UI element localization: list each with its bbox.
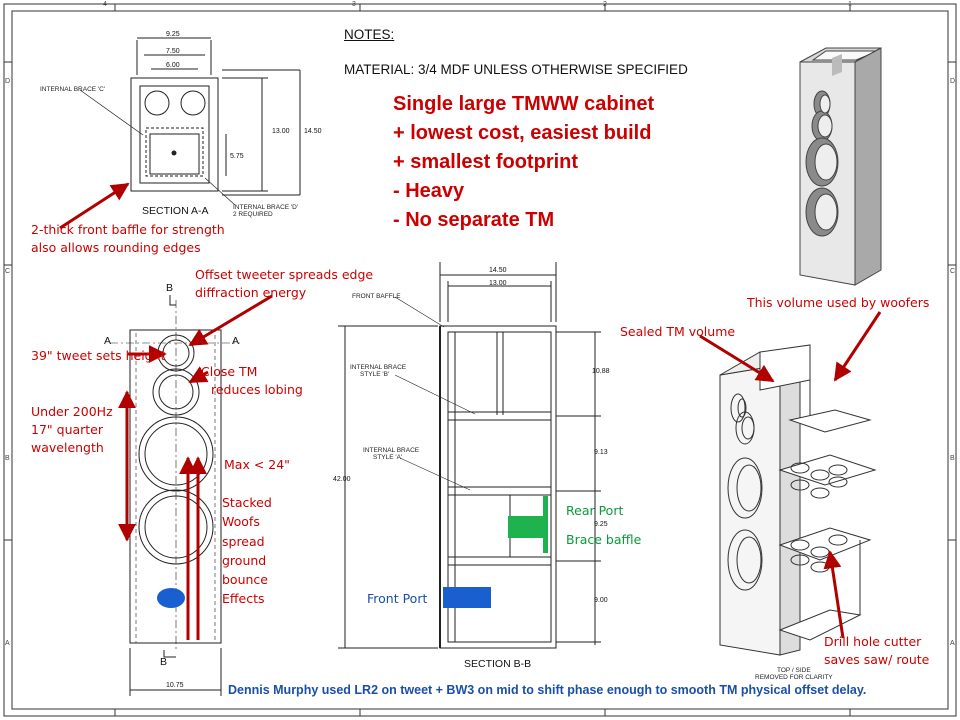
iso-cabinet-top xyxy=(799,47,882,286)
label-brace-d: INTERNAL BRACE 'D' 2 REQUIRED xyxy=(233,204,298,218)
iso-note-line: TOP / SIDE xyxy=(776,667,811,674)
section-mark-b-bottom: B xyxy=(160,656,168,668)
dim-bb-2: 9.13 xyxy=(594,449,608,456)
annotation-under200: Under 200Hz 17" quarter wavelength xyxy=(31,403,113,457)
annotation-woofer-volume: This volume used by woofers xyxy=(747,295,930,310)
grid-left-d: D xyxy=(5,78,11,85)
annotation-baffle-line: also allows rounding edges xyxy=(31,240,201,255)
annotation-drill-line: saves saw/ route xyxy=(824,652,930,667)
grid-top-1: 1 xyxy=(848,1,852,8)
section-mark-a-right: A xyxy=(232,335,240,347)
section-bb-drawing xyxy=(338,262,601,649)
annotation-stacked-line: ground xyxy=(222,552,267,568)
annotation-drill-line: Drill hole cutter xyxy=(824,634,922,649)
annotation-stacked-line: Stacked xyxy=(222,495,272,510)
grid-top-2: 2 xyxy=(603,1,607,8)
dim-bb-4: 9.00 xyxy=(594,597,608,604)
annotation-close-tm-line: reduces lobing xyxy=(211,382,303,397)
section-bb-label: SECTION B-B xyxy=(464,658,532,670)
dim-bb-height: 42.00 xyxy=(333,476,351,483)
annotation-tweeter-offset-line: Offset tweeter spreads edge xyxy=(195,267,374,282)
section-aa-drawing xyxy=(79,37,301,206)
dim-aa-width: 9.25 xyxy=(166,31,180,38)
section-mark-b-top: B xyxy=(166,282,174,294)
grid-right-c: C xyxy=(950,268,956,275)
annotation-tweet-height: 39" tweet sets height xyxy=(31,348,166,363)
annotation-under200-line: 17" quarter xyxy=(31,422,104,437)
annotation-max24: Max < 24" xyxy=(224,457,290,472)
annotation-rear-port: Rear Port xyxy=(566,503,624,518)
annotation-close-tm: Close TM reduces lobing xyxy=(201,363,303,399)
dim-bb-1: 10.88 xyxy=(592,368,610,375)
drawing-frame xyxy=(3,3,957,717)
label-brace-b-line: INTERNAL BRACE xyxy=(350,364,407,371)
label-brace-a-line: STYLE 'A' xyxy=(373,454,403,461)
annotation-tweeter-offset-line: diffraction energy xyxy=(195,285,307,300)
summary-block: Single large TMWW cabinet + lowest cost,… xyxy=(393,90,654,235)
annotation-stacked-line: Woofs xyxy=(222,514,260,530)
label-brace-c: INTERNAL BRACE 'C' xyxy=(40,86,106,93)
front-port-bar xyxy=(443,587,491,608)
annotation-stacked-line: spread xyxy=(222,533,265,549)
annotation-arrows xyxy=(59,182,882,640)
section-aa-label: SECTION A-A xyxy=(142,205,209,217)
annotation-stacked-line: Effects xyxy=(222,591,265,607)
summary-line: - Heavy xyxy=(393,180,465,202)
annotation-drill: Drill hole cutter saves saw/ route xyxy=(824,633,929,669)
label-brace-b: INTERNAL BRACE STYLE 'B' xyxy=(350,364,406,378)
dim-bb-width: 14.50 xyxy=(489,267,507,274)
annotation-close-tm-line: Close TM xyxy=(201,364,258,379)
annotation-baffle: 2-thick front baffle for strength also a… xyxy=(31,221,225,257)
dim-bb-3: 9.25 xyxy=(594,521,608,528)
notes-material: MATERIAL: 3/4 MDF UNLESS OTHERWISE SPECI… xyxy=(344,62,688,77)
grid-right-d: D xyxy=(950,78,956,85)
grid-left-a: A xyxy=(5,640,10,647)
front-port-marker xyxy=(157,588,185,608)
annotation-stacked-line: bounce xyxy=(222,572,268,588)
annotation-brace-baffle: Brace baffle xyxy=(566,532,642,547)
iso-note: TOP / SIDE REMOVED FOR CLARITY xyxy=(755,667,833,681)
grid-right-a: A xyxy=(950,640,955,647)
dim-aa-height-inner: 13.00 xyxy=(272,128,290,135)
grid-left-b: B xyxy=(5,455,10,462)
dim-aa-height: 14.50 xyxy=(304,128,322,135)
label-front-baffle: FRONT BAFFLE xyxy=(352,293,401,300)
iso-note-line: REMOVED FOR CLARITY xyxy=(755,674,833,681)
dim-bb-inner: 13.00 xyxy=(489,280,507,287)
iso-cabinet-bottom xyxy=(719,344,877,656)
annotation-under200-line: Under 200Hz xyxy=(31,404,113,419)
label-brace-d-line: INTERNAL BRACE 'D' xyxy=(233,204,299,211)
section-mark-a-left: A xyxy=(104,335,112,347)
annotation-sealed-tm: Sealed TM volume xyxy=(620,324,736,339)
notes-heading: NOTES: xyxy=(344,27,395,42)
label-brace-d-line: 2 REQUIRED xyxy=(233,211,273,218)
summary-line: + smallest footprint xyxy=(393,151,579,173)
grid-right-b: B xyxy=(950,455,955,462)
label-brace-a-line: INTERNAL BRACE xyxy=(363,447,420,454)
grid-top-3: 3 xyxy=(352,1,356,8)
dim-aa-brace-height: 5.75 xyxy=(230,153,244,160)
annotation-front-port: Front Port xyxy=(367,591,428,606)
annotation-under200-line: wavelength xyxy=(31,440,104,455)
grid-top-4: 4 xyxy=(103,1,107,8)
label-brace-b-line: STYLE 'B' xyxy=(360,371,390,378)
summary-title: Single large TMWW cabinet xyxy=(393,93,655,115)
annotation-stacked: Stacked Woofs spread ground bounce Effec… xyxy=(222,493,272,609)
summary-line: - No separate TM xyxy=(393,209,555,231)
summary-line: + lowest cost, easiest build xyxy=(393,122,652,144)
grid-left-c: C xyxy=(5,268,11,275)
label-brace-a: INTERNAL BRACE STYLE 'A' xyxy=(363,447,419,461)
footer-note: Dennis Murphy used LR2 on tweet + BW3 on… xyxy=(228,683,867,697)
annotation-baffle-line: 2-thick front baffle for strength xyxy=(31,222,225,237)
annotation-tweeter-offset: Offset tweeter spreads edge diffraction … xyxy=(195,266,373,302)
rear-port-marker xyxy=(508,496,548,553)
dim-front-width: 10.75 xyxy=(166,682,184,689)
dim-aa-inner: 7.50 xyxy=(166,48,180,55)
dim-aa-brace: 6.00 xyxy=(166,62,180,69)
